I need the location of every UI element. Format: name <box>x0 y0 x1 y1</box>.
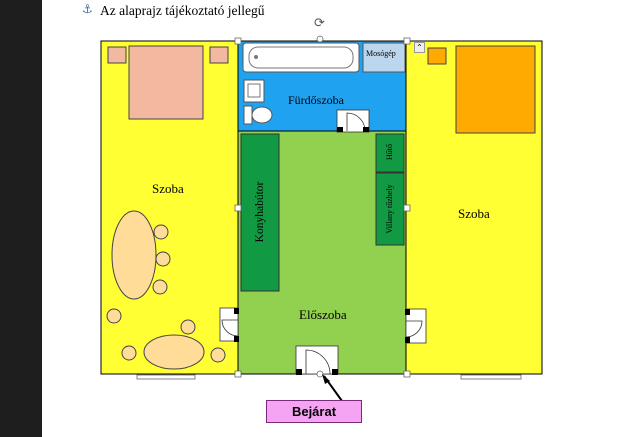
right-room-label: Szoba <box>458 206 490 221</box>
editor-left-panel <box>0 0 42 437</box>
entrance-label: Bejárat <box>266 400 362 423</box>
chair <box>180 319 196 335</box>
washing-machine <box>362 42 406 73</box>
stove-label: Villany tűzhely <box>385 184 394 234</box>
fridge-label: Hűtő <box>385 144 394 160</box>
rotate-handle-icon[interactable]: ⟳ <box>314 16 325 31</box>
stove <box>375 172 405 246</box>
chair <box>210 347 226 363</box>
anchor-icon: ⚓ <box>82 2 93 16</box>
left-nightstand-2 <box>209 46 229 64</box>
layout-options-icon[interactable]: ⌃ <box>414 42 425 53</box>
window-right <box>460 374 522 380</box>
right-nightstand <box>427 47 447 65</box>
chair <box>153 224 169 240</box>
washing-machine-label: Mosógép <box>366 49 396 58</box>
chair <box>155 251 171 267</box>
left-nightstand-1 <box>107 46 127 64</box>
window-left <box>136 374 196 380</box>
chair <box>106 308 122 324</box>
left-small-table <box>143 334 205 370</box>
chair <box>121 345 137 361</box>
left-oval-table <box>111 210 157 300</box>
hall-label: Előszoba <box>299 307 347 322</box>
chair <box>152 279 168 295</box>
right-bed <box>455 45 536 134</box>
fridge <box>375 133 405 173</box>
left-room-label: Szoba <box>152 181 184 196</box>
bathroom-label: Fürdőszoba <box>288 93 344 107</box>
left-bed <box>128 45 204 120</box>
toilet <box>243 105 253 125</box>
page-heading: Az alaprajz tájékoztató jellegű <box>100 3 265 18</box>
kitchen-cabinet-label: Konyhabútor <box>254 181 266 243</box>
kitchen-cabinet <box>240 133 280 292</box>
